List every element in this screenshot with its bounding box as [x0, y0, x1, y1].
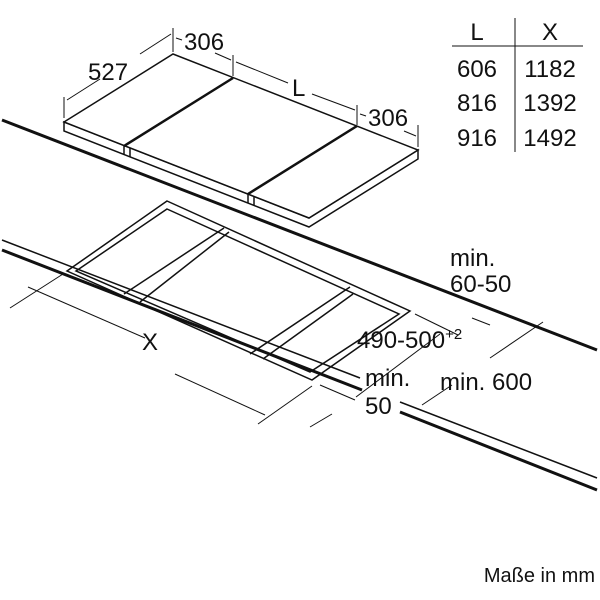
cutout-length-label: X [142, 329, 158, 356]
dimension-table-lines [452, 18, 583, 152]
hob-dimension-lines [63, 28, 419, 147]
cutout-dimension-lines [9, 273, 544, 428]
table-header-x: X [542, 19, 558, 46]
hob-depth-label: 527 [88, 59, 128, 86]
back-gap-label-line1: min. [450, 245, 495, 272]
table-cell: 606 [457, 56, 497, 83]
front-gap-label-line1: min. [365, 365, 410, 392]
front-gap-label-line2: 50 [365, 393, 392, 420]
units-note: Maße in mm [484, 565, 595, 587]
hob-left-width-label: 306 [184, 29, 224, 56]
hob-outline [62, 53, 420, 228]
table-cell: 1392 [523, 90, 576, 117]
cutout-depth-tolerance: +2 [445, 326, 462, 343]
hob-right-width-label: 306 [368, 105, 408, 132]
cutout-outline [65, 200, 412, 381]
table-cell: 1182 [524, 56, 576, 83]
table-cell: 816 [457, 90, 497, 117]
counter-depth-label: min. 600 [440, 369, 532, 396]
table-cell: 916 [457, 125, 497, 152]
hob-middle-width-label: L [292, 75, 305, 102]
table-header-l: L [470, 19, 483, 46]
back-gap-label-line2: 60-50 [450, 271, 511, 298]
cutout-depth-value: 490-500 [357, 327, 445, 354]
counter-back-edge [1, 118, 598, 352]
dimension-table: L X 606 1182 816 1392 916 1492 [457, 19, 577, 152]
table-cell: 1492 [523, 125, 576, 152]
cutout-depth-label: 490-500+2 [357, 326, 462, 354]
counter-front-edge [1, 239, 598, 492]
